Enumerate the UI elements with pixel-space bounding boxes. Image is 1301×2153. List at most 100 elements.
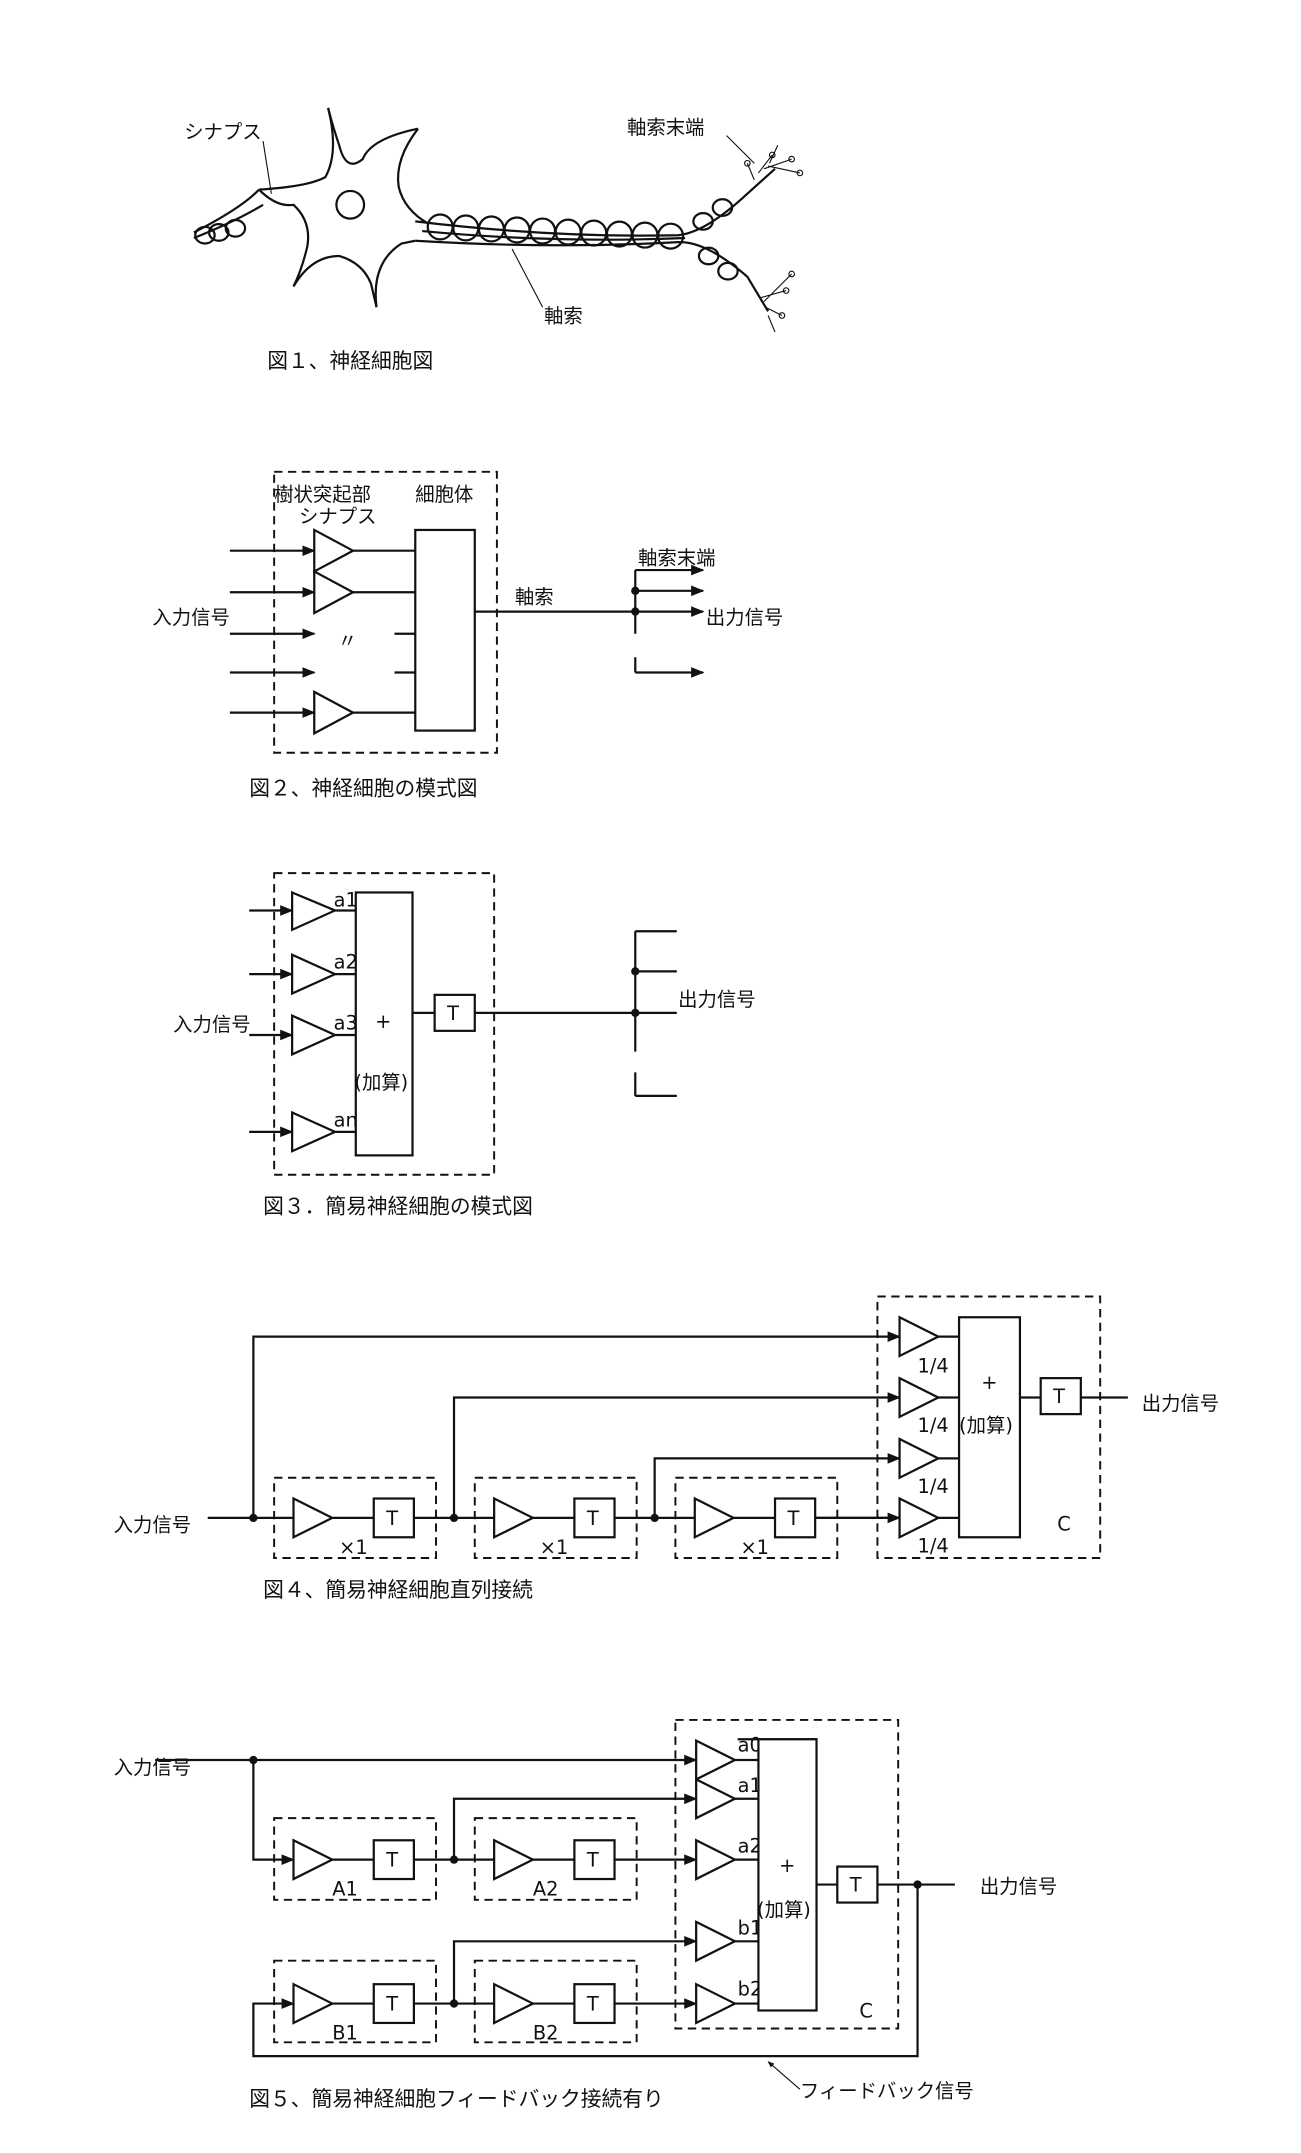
delay-label: T — [586, 1992, 599, 2015]
delay-block — [1039, 1377, 1082, 1416]
block-label: A1 — [332, 1878, 358, 1901]
delay-label: T — [586, 1507, 599, 1530]
weight-a2: a2 — [334, 951, 358, 974]
weight-label: b1 — [738, 1916, 763, 1939]
label-axon-terminal: 軸索末端 — [638, 547, 715, 570]
weight-label: a2 — [738, 1835, 762, 1858]
caption-fig1: 図１、神経細胞図 — [267, 349, 433, 373]
adder-block — [354, 891, 414, 1157]
myelin-segment — [692, 211, 714, 231]
delay-block — [433, 993, 476, 1032]
block-c-label: C — [859, 1999, 873, 2022]
figure-5-feedback-connection: 入力信号 T A1 T A2 T B1 T — [114, 1718, 1057, 2111]
delay-label: T — [385, 1507, 398, 1530]
nucleus — [335, 189, 366, 220]
weight-label: a1 — [738, 1774, 762, 1797]
axon-terminals — [744, 145, 804, 333]
weight-amplifiers — [249, 890, 356, 1153]
gain-label: ×1 — [540, 1536, 569, 1559]
delay-label: T — [586, 1849, 599, 1872]
label-add: (加算) — [959, 1414, 1013, 1437]
neuron-boundary — [273, 872, 496, 1176]
myelin-segment — [554, 218, 582, 246]
label-input: 入力信号 — [173, 1013, 250, 1036]
label-output: 出力信号 — [980, 1875, 1057, 1898]
label-axon-terminal: 軸索末端 — [627, 116, 704, 139]
block-c: a0 a1 a2 b1 b2 + (加算) T C — [674, 1718, 955, 2030]
adder-block — [957, 1316, 1022, 1539]
figure-4-series-connection: 入力信号 T ×1 T ×1 T ×1 — [114, 1295, 1219, 1602]
label-axon: 軸索 — [515, 585, 554, 608]
label-output: 出力信号 — [1142, 1392, 1219, 1415]
myelin-segment — [580, 219, 608, 247]
weight-label: 1/4 — [918, 1534, 949, 1557]
synapse-triangle — [313, 528, 356, 574]
plus-sign: + — [375, 1010, 391, 1033]
myelin-segment — [426, 213, 454, 241]
myelin-segment — [605, 220, 633, 248]
axon-leader-line — [511, 248, 544, 308]
myelin-segment — [697, 246, 720, 266]
label-cell-body: 細胞体 — [415, 483, 473, 506]
label-feedback: フィードバック信号 — [800, 2080, 974, 2103]
weight-label: 1/4 — [918, 1475, 949, 1498]
delay-label: T — [849, 1873, 862, 1896]
label-input: 入力信号 — [114, 1514, 191, 1537]
weight-a3: a3 — [334, 1011, 358, 1034]
myelin-segment — [208, 223, 230, 242]
delay-label: T — [446, 1002, 459, 1025]
myelin-segment — [194, 225, 216, 245]
block-a1: T A1 — [273, 1817, 437, 1901]
caption-fig3: 図３．簡易神経細胞の模式図 — [263, 1194, 533, 1218]
delay-label: T — [385, 1849, 398, 1872]
feedback-pointer — [767, 2061, 801, 2090]
cell-body-block — [414, 528, 476, 732]
block-c: 1/4 1/4 1/4 1/4 + (加算) T C — [876, 1295, 1128, 1559]
plus-sign: + — [981, 1371, 997, 1394]
synapse-amplifiers — [229, 528, 416, 736]
caption-fig2: 図２、神経細胞の模式図 — [249, 777, 477, 801]
myelin-segment — [657, 222, 685, 250]
myelin-sheaths — [194, 198, 739, 281]
label-synapse: シナプス — [184, 120, 261, 143]
label-add: (加算) — [354, 1071, 408, 1094]
delay-label: T — [786, 1507, 799, 1530]
myelin-segment — [711, 198, 734, 217]
weight-label: 1/4 — [918, 1355, 949, 1378]
adder-block — [757, 1738, 818, 2012]
weight-a1: a1 — [334, 888, 358, 911]
block-label: B2 — [533, 2022, 559, 2045]
plus-sign: + — [779, 1854, 795, 1877]
figure-3-simple-neuron: a1 a2 a3 an + (加算) T 入力信号 出力信号 図３．簡易神経細胞… — [173, 872, 756, 1218]
myelin-segment — [717, 261, 739, 281]
caption-fig4: 図４、簡易神経細胞直列接続 — [263, 1578, 533, 1602]
block-c-label: C — [1057, 1512, 1071, 1535]
figure-1-neuron: シナプス 軸索末端 軸索 図１、神経細胞図 — [184, 107, 804, 373]
neuron-cell-body — [193, 107, 430, 308]
block-label: B1 — [332, 2022, 358, 2045]
caption-fig5: 図５、簡易神経細胞フィードバック接続有り — [249, 2087, 664, 2111]
gain-label: ×1 — [740, 1536, 769, 1559]
delay-label: T — [385, 1992, 398, 2015]
block-b1: T B1 — [273, 1959, 437, 2045]
label-input: 入力信号 — [152, 606, 229, 629]
synapse-triangle — [313, 689, 356, 736]
gain-label: ×1 — [339, 1536, 368, 1559]
weight-label: b2 — [738, 1977, 763, 2000]
myelin-segment — [224, 218, 247, 238]
synapse-triangle — [313, 569, 356, 615]
weight-label: a0 — [738, 1734, 762, 1757]
label-output: 出力信号 — [678, 988, 755, 1011]
ditto-mark: 〃 — [338, 630, 357, 653]
block-label: A2 — [533, 1878, 559, 1901]
weight-label: 1/4 — [918, 1414, 949, 1437]
label-input: 入力信号 — [114, 1756, 191, 1779]
label-axon: 軸索 — [544, 304, 583, 327]
figure-2-neuron-model: 樹状突起部 シナプス 細胞体 〃 入力信号 軸索 軸索末端 出力信号 図２、神経… — [152, 470, 783, 801]
feedback-line — [252, 1884, 919, 2058]
delay-label: T — [1052, 1385, 1065, 1408]
terminal-leader-line — [726, 135, 755, 164]
label-add: (加算) — [757, 1898, 811, 1921]
label-dendrite: 樹状突起部 — [274, 483, 371, 506]
